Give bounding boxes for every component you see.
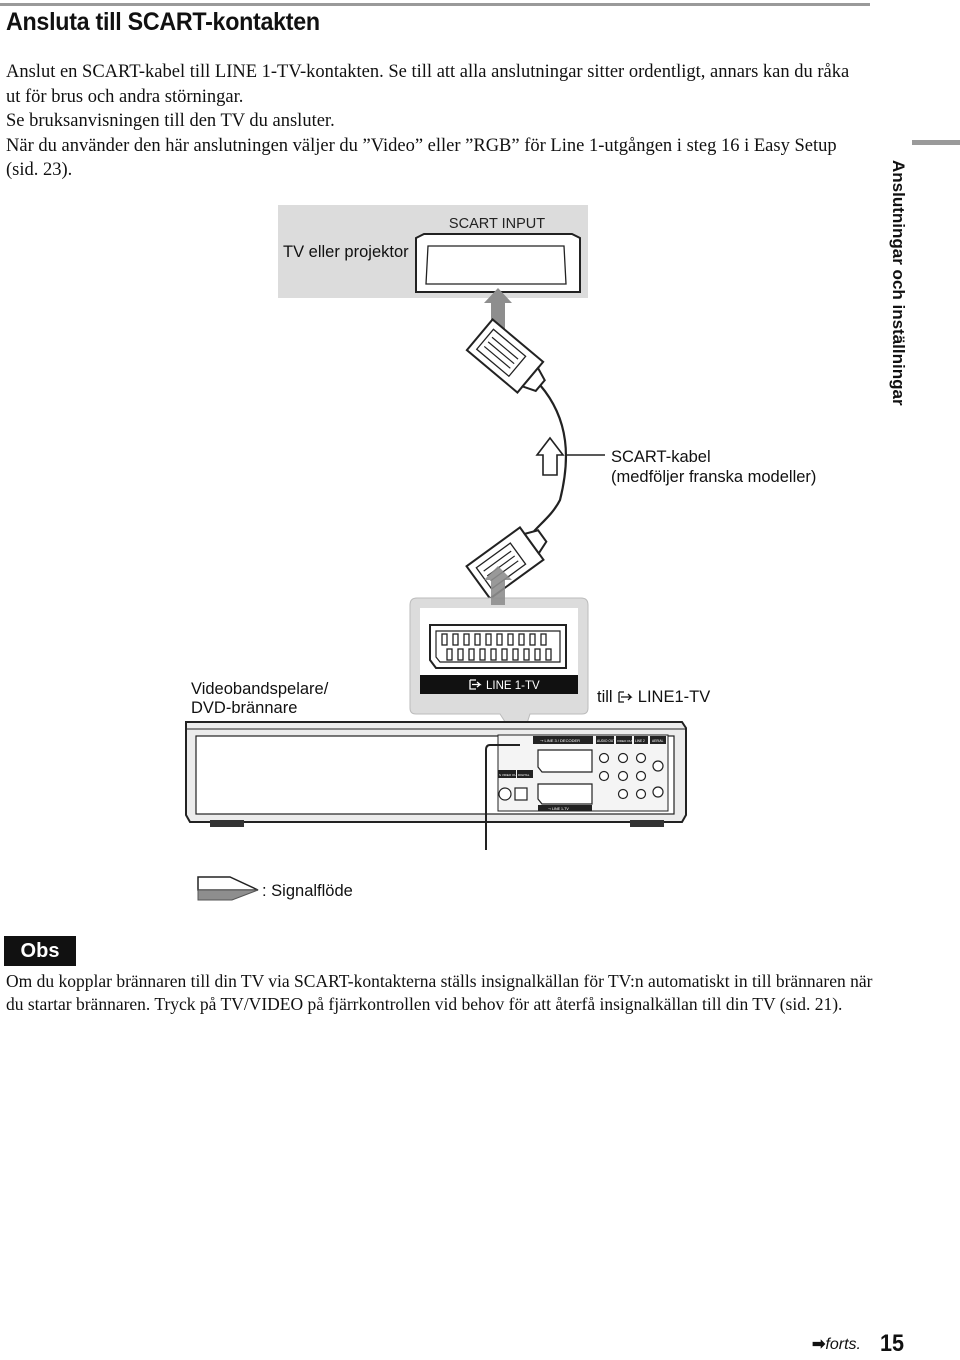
page-number: 15 (880, 1330, 905, 1357)
device-label-line2: DVD-brännare (191, 699, 298, 717)
note-badge: Obs (4, 936, 76, 966)
recorder-cable-lead (485, 744, 520, 850)
intro-text: Anslut en SCART-kabel till LINE 1-TV-kon… (6, 60, 866, 183)
cable-label-line1: SCART-kabel (611, 448, 711, 466)
tv-label: TV eller projektor (283, 243, 409, 261)
device-label-line1: Videobandspelare/ (191, 680, 329, 698)
svg-text:S VIDEO OUT: S VIDEO OUT (499, 773, 519, 777)
note-text: Om du kopplar brännaren till din TV via … (6, 971, 873, 1014)
side-tab-marker (912, 140, 960, 145)
intro-paragraph: När du använder den här anslutningen väl… (6, 135, 837, 181)
svg-text:AERIAL: AERIAL (652, 739, 664, 743)
signal-arrow-recorder (484, 566, 512, 605)
svg-text:LINE 2: LINE 2 (635, 739, 645, 743)
tv-scart-socket (415, 233, 581, 293)
svg-text:DIGITAL: DIGITAL (518, 773, 530, 777)
till-connector-label: till LINE1-TV (597, 687, 710, 707)
continued-label: ➡forts. (812, 1334, 861, 1354)
scart-plug-lower (465, 526, 548, 600)
line-input-icon (469, 679, 482, 690)
signal-direction-arrow (535, 436, 565, 476)
line1-tv-label-bar (420, 675, 578, 694)
intro-paragraph: Anslut en SCART-kabel till LINE 1-TV-kon… (6, 62, 850, 107)
svg-text:⊸ LINE 3 / DECODER: ⊸ LINE 3 / DECODER (540, 738, 580, 743)
continued-text: forts. (825, 1336, 861, 1353)
page-title: Ansluta till SCART-kontakten (6, 8, 320, 36)
till-target: LINE1-TV (637, 688, 711, 706)
line-input-icon (617, 689, 633, 703)
continued-arrow-icon: ➡ (812, 1336, 826, 1353)
socket-pins (441, 633, 552, 661)
cable-label-line2: (medföljer franska modeller) (611, 468, 817, 486)
till-prefix: till (597, 688, 613, 706)
title-rule (0, 3, 870, 6)
scart-plug-upper (465, 318, 546, 394)
line1-tv-label-text: LINE 1-TV (486, 680, 540, 692)
svg-text:⊸ LINE 1-TV: ⊸ LINE 1-TV (548, 807, 569, 811)
signal-arrow-tv (484, 288, 512, 330)
signal-flow-legend-arrow (197, 876, 259, 891)
signal-flow-legend-label: : Signalflöde (262, 882, 353, 900)
intro-paragraph: Se bruksanvisningen till den TV du anslu… (6, 111, 335, 131)
svg-text:AUDIO OUT: AUDIO OUT (597, 739, 615, 743)
scart-input-label: SCART INPUT (449, 216, 545, 232)
recorder-body: ⊸ LINE 3 / DECODER AUDIO OUT VIDEO OUT L… (185, 721, 687, 827)
scart-cable (523, 384, 568, 546)
svg-text:VIDEO OUT: VIDEO OUT (617, 739, 634, 743)
